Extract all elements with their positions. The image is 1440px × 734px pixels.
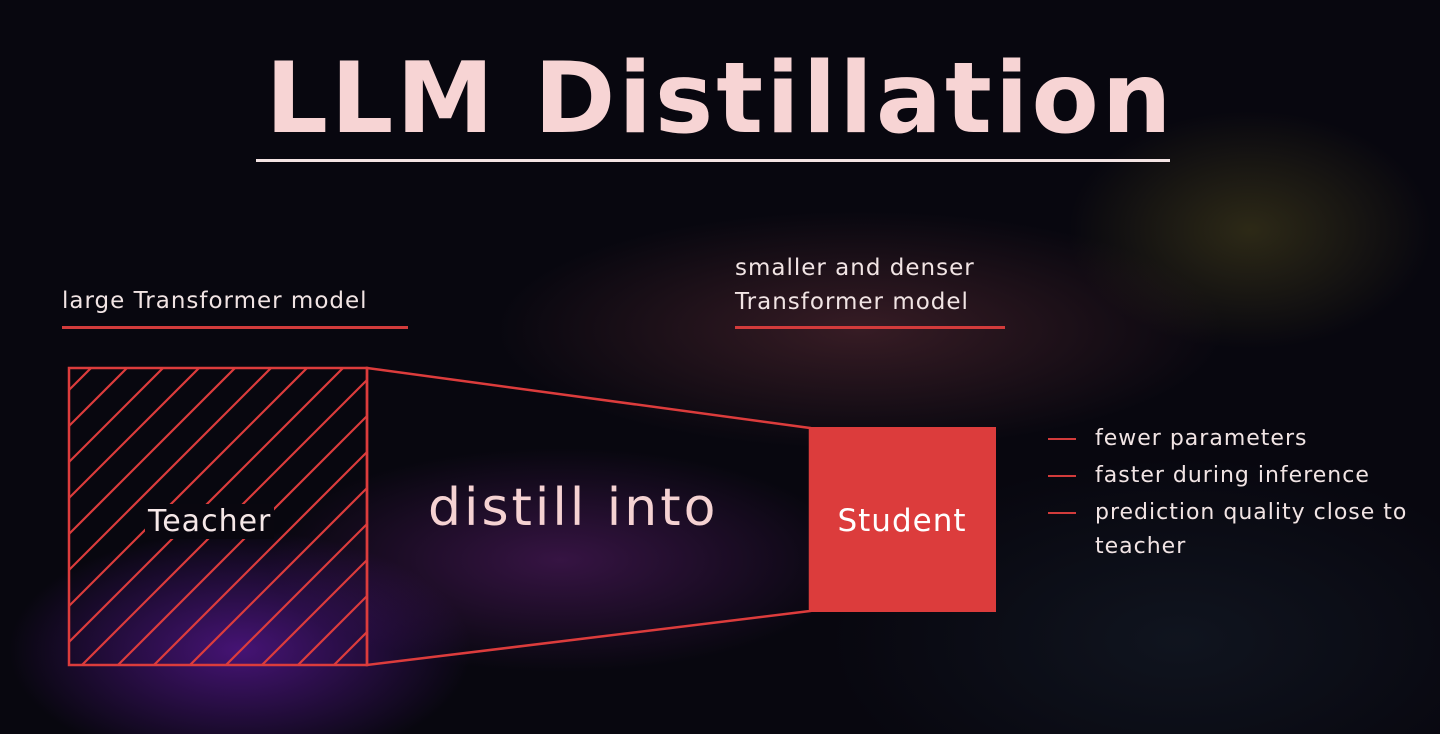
teacher-caption: large Transformer model (62, 288, 368, 314)
feature-text: fewer parameters (1095, 426, 1308, 451)
student-box (809, 427, 996, 612)
dash-icon (1048, 438, 1076, 440)
hatch-line (69, 368, 201, 500)
hatch-line (296, 594, 367, 665)
feature-item: faster during inference (1048, 459, 1435, 493)
dash-icon (1048, 512, 1076, 514)
hatch-line (69, 368, 129, 428)
feature-item: fewer parameters (1048, 422, 1435, 456)
hatch-line (152, 450, 367, 665)
student-caption-line-1: smaller and denser (735, 255, 975, 281)
hatch-line (69, 368, 273, 572)
hatch-line (332, 630, 367, 665)
hatch-line (69, 368, 165, 464)
page-title: LLM Distillation (265, 42, 1175, 156)
student-feature-list: fewer parameters faster during inference… (1048, 422, 1435, 567)
title-underline (256, 159, 1170, 162)
student-caption: smaller and denser Transformer model (735, 251, 975, 319)
teacher-label: Teacher (145, 504, 275, 539)
dash-icon (1048, 475, 1076, 477)
student-caption-line-2: Transformer model (735, 289, 969, 315)
hatch-line (224, 522, 367, 665)
feature-text: faster during inference (1095, 463, 1370, 488)
feature-text: prediction quality close to teacher (1095, 500, 1408, 559)
hatch-line (260, 558, 367, 665)
hatch-line (188, 486, 367, 665)
feature-item: prediction quality close to teacher (1048, 496, 1435, 564)
student-caption-underline (735, 326, 1005, 329)
student-label: Student (837, 503, 967, 539)
hatch-line (69, 368, 237, 536)
teacher-caption-underline (62, 326, 408, 329)
distill-into-label: distill into (428, 478, 719, 538)
